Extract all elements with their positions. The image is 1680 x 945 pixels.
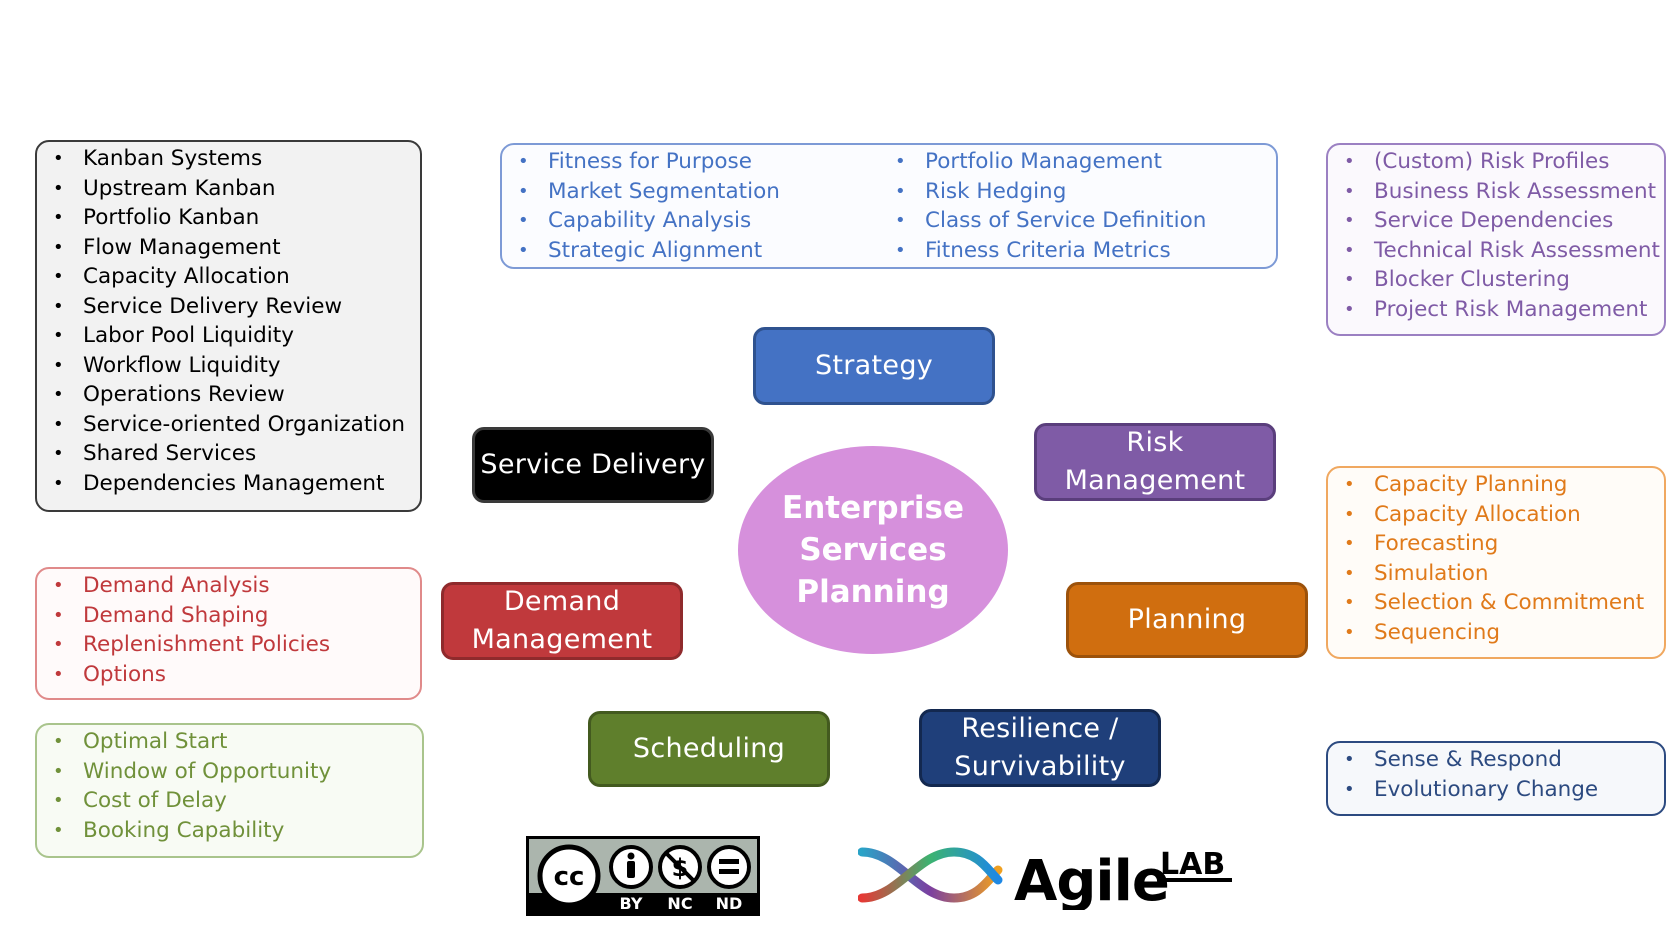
list-item: Demand Analysis: [47, 571, 410, 601]
demand-practices-box: Demand Analysis Demand Shaping Replenish…: [35, 567, 422, 700]
list-item: Technical Risk Assessment: [1338, 236, 1660, 266]
list-item: Simulation: [1338, 559, 1654, 589]
brand-underline: [1160, 878, 1232, 882]
list-item: Portfolio Management: [889, 147, 1266, 177]
service-delivery-node: Service Delivery: [472, 427, 714, 503]
hub-label-line-3: Planning: [796, 574, 950, 610]
license-nc-label: NC: [667, 894, 692, 913]
list-item: Replenishment Policies: [47, 630, 410, 660]
list-item: Service Dependencies: [1338, 206, 1654, 236]
service-delivery-practices-box: Kanban Systems Upstream Kanban Portfolio…: [35, 140, 422, 512]
list-item: Workflow Liquidity: [47, 351, 410, 381]
list-item: Risk Hedging: [889, 177, 1266, 207]
list-item: Fitness for Purpose: [512, 147, 889, 177]
strategy-node-label: Strategy: [814, 350, 934, 381]
list-item: Capacity Planning: [1338, 470, 1654, 500]
list-item: Flow Management: [47, 233, 410, 263]
risk-practices-box: (Custom) Risk Profiles Business Risk Ass…: [1326, 143, 1666, 336]
list-item: Service Delivery Review: [47, 292, 410, 322]
brand-suffix: LAB: [1160, 847, 1225, 882]
list-item: Demand Shaping: [47, 601, 410, 631]
cc-symbol-text: cc: [554, 862, 585, 892]
list-item: Business Risk Assessment: [1338, 177, 1656, 207]
risk-management-node-label-1: Risk: [1126, 427, 1184, 458]
list-item: (Custom) Risk Profiles: [1338, 147, 1654, 177]
list-item: Market Segmentation: [512, 177, 889, 207]
scheduling-node: Scheduling: [588, 711, 830, 787]
list-item: Capacity Allocation: [47, 262, 410, 292]
demand-management-node-label-1: Demand: [503, 586, 621, 617]
resilience-node-label-2: Survivability: [954, 751, 1126, 782]
list-item: Shared Services: [47, 439, 410, 469]
cc-icon: [537, 844, 601, 908]
cc-license-graphic: cc $ BY NC ND: [529, 844, 757, 913]
list-item: Project Risk Management: [1338, 295, 1654, 325]
demand-management-node-label-2: Management: [471, 624, 653, 655]
resilience-node: Resilience / Survivability: [919, 709, 1161, 787]
list-item: Sequencing: [1338, 618, 1654, 648]
list-item: Strategic Alignment: [512, 236, 889, 266]
list-item: Operations Review: [47, 380, 410, 410]
list-item: Labor Pool Liquidity: [47, 321, 410, 351]
resilience-node-label-1: Resilience /: [961, 713, 1119, 744]
enterprise-services-planning-hub: Enterprise Services Planning: [738, 446, 1008, 654]
planning-node-label: Planning: [1127, 604, 1247, 635]
scheduling-practices-box: Optimal Start Window of Opportunity Cost…: [35, 723, 424, 858]
list-item: Dependencies Management: [47, 469, 410, 499]
list-item: Capacity Allocation: [1338, 500, 1654, 530]
list-item: Portfolio Kanban: [47, 203, 410, 233]
resilience-practices-box: Sense & Respond Evolutionary Change: [1326, 741, 1666, 816]
strategy-practices-box: Fitness for Purpose Market Segmentation …: [500, 143, 1278, 269]
list-item: Service-oriented Organization: [47, 410, 410, 440]
list-item: Capability Analysis: [512, 206, 889, 236]
strategy-node: Strategy: [753, 327, 995, 405]
hub-label: Enterprise Services Planning: [773, 487, 973, 613]
service-delivery-node-label: Service Delivery: [480, 449, 706, 480]
hub-label-line-2: Services: [799, 532, 947, 568]
list-item: Selection & Commitment: [1338, 588, 1654, 618]
list-item: Kanban Systems: [47, 144, 410, 174]
strategy-practices-right: Portfolio Management Risk Hedging Class …: [889, 147, 1266, 265]
license-nd-label: ND: [716, 894, 743, 913]
agilelab-logo: Agile LAB: [857, 840, 1238, 914]
list-item: Cost of Delay: [47, 786, 412, 816]
scheduling-node-label: Scheduling: [632, 733, 786, 764]
list-item: Optimal Start: [47, 727, 412, 757]
list-item: Booking Capability: [47, 816, 412, 846]
agilelab-logo-graphic: Agile LAB: [857, 847, 1232, 914]
logo-wave-2: [857, 847, 1003, 903]
noderivatives-icon: [707, 845, 751, 889]
hub-label-line-1: Enterprise: [782, 490, 964, 526]
creative-commons-badge: cc $ BY NC ND: [526, 836, 760, 916]
list-item: Forecasting: [1338, 529, 1654, 559]
demand-management-node: Demand Management: [441, 582, 683, 660]
strategy-practices-left: Fitness for Purpose Market Segmentation …: [512, 147, 889, 265]
list-item: Class of Service Definition: [889, 206, 1266, 236]
license-by-label: BY: [620, 894, 643, 913]
list-item: Options: [47, 660, 410, 690]
list-item: Upstream Kanban: [47, 174, 410, 204]
planning-node: Planning: [1066, 582, 1308, 658]
list-item: Evolutionary Change: [1338, 775, 1654, 805]
brand-name: Agile: [1014, 849, 1169, 910]
list-item: Sense & Respond: [1338, 745, 1654, 775]
list-item: Window of Opportunity: [47, 757, 412, 787]
list-item: Fitness Criteria Metrics: [889, 236, 1266, 266]
planning-practices-box: Capacity Planning Capacity Allocation Fo…: [1326, 466, 1666, 659]
risk-management-node-label-2: Management: [1064, 465, 1246, 496]
list-item: Blocker Clustering: [1338, 265, 1654, 295]
logo-wave-1: [857, 847, 1003, 903]
risk-management-node: Risk Management: [1034, 423, 1276, 501]
